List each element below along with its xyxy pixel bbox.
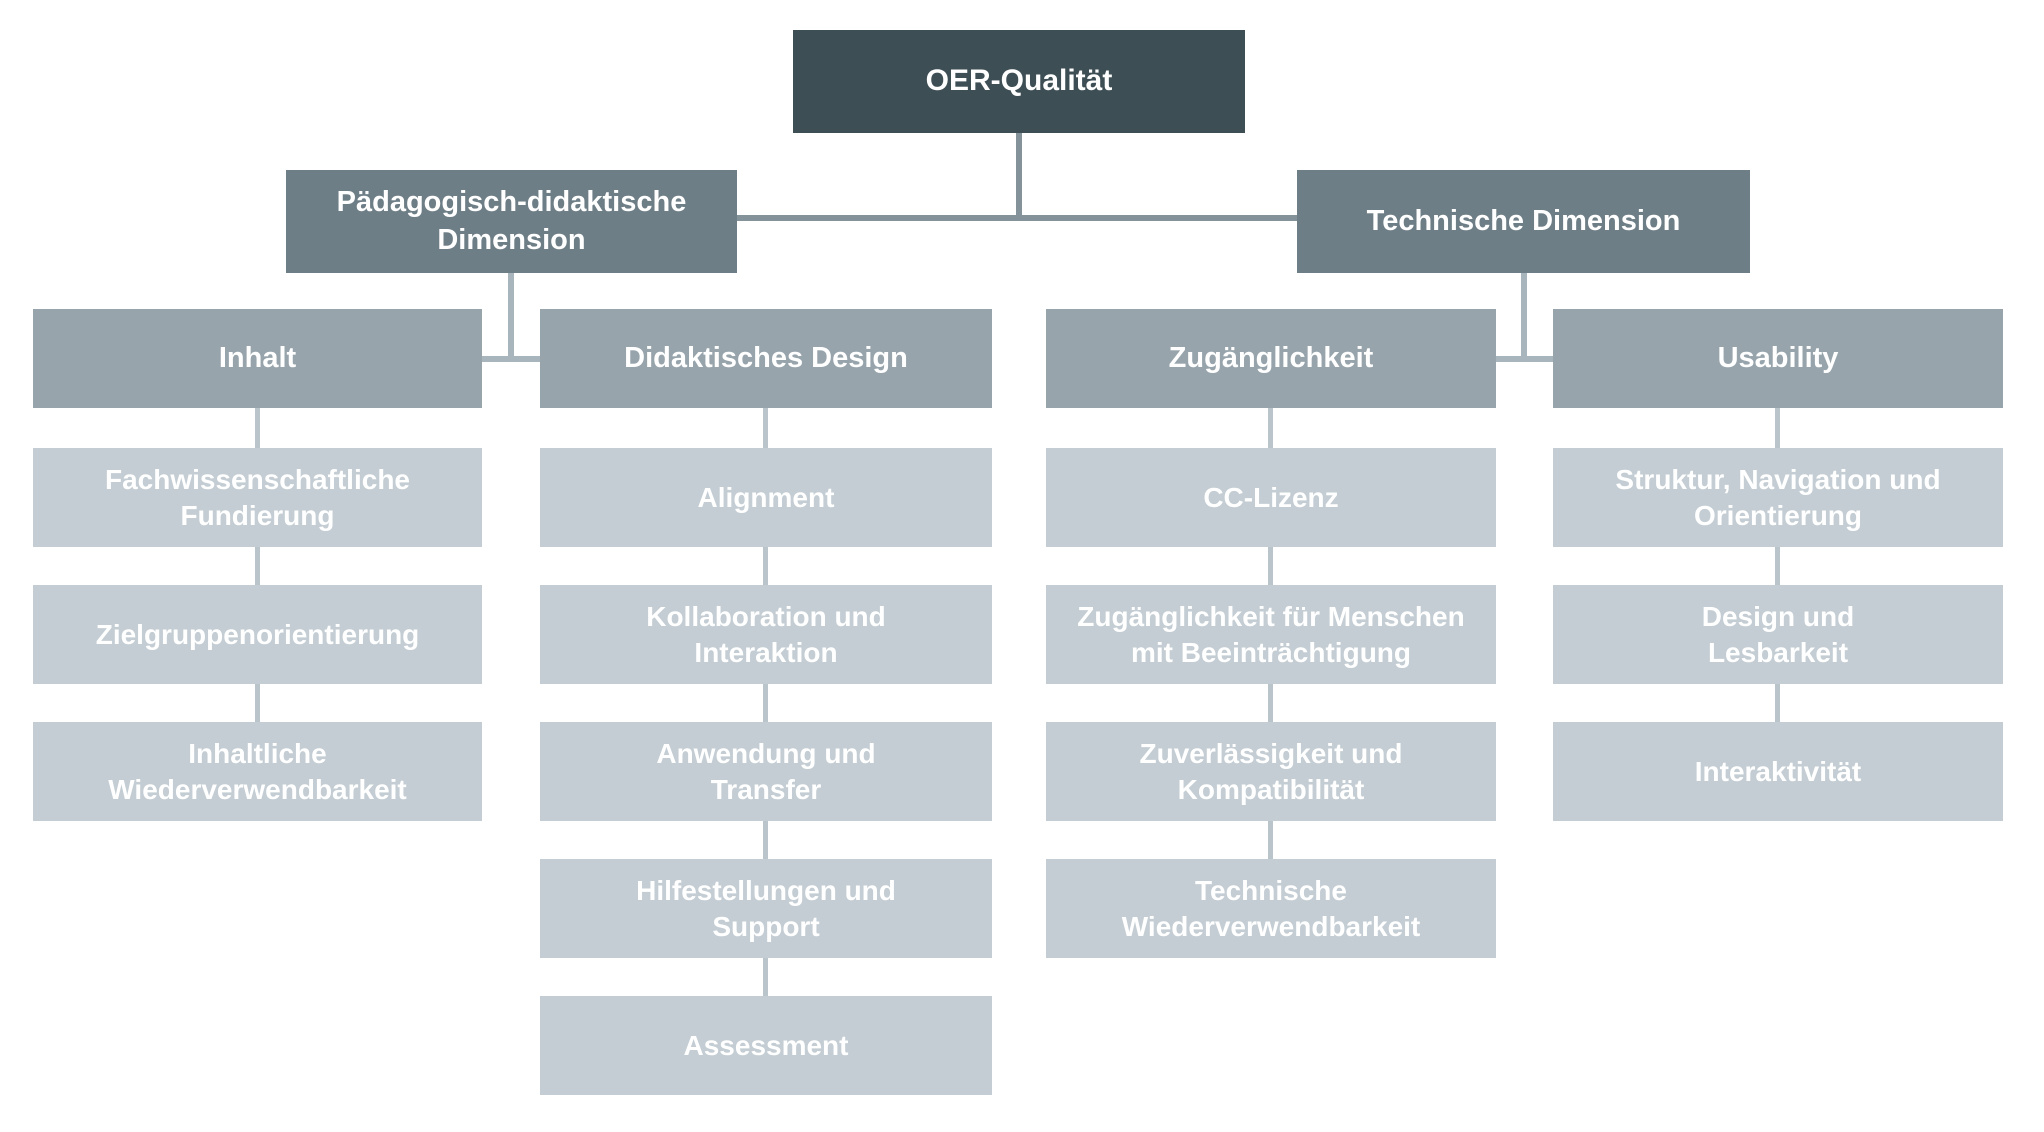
connector-paedagogisch-vertical (508, 273, 514, 362)
node-inhalt: Inhalt (33, 309, 482, 408)
node-oer-qualitaet-label: OER-Qualität (925, 64, 1113, 98)
leaf-zugaenglichkeit-fuer-menschen: Zugänglichkeit für Menschen mit Beeinträ… (1046, 585, 1496, 684)
leaf-zuverlaessigkeit-und-kompatibilitaet-label: Zuverlässigkeit und Kompatibilität (1139, 737, 1403, 805)
connector-technische-vertical (1521, 273, 1527, 362)
node-didaktisches-design: Didaktisches Design (540, 309, 992, 408)
connector-col4-seg2 (1775, 547, 1780, 585)
connector-paedagogisch-horizontal (482, 356, 540, 362)
leaf-cc-lizenz-label: CC-Lizenz (1203, 481, 1339, 513)
leaf-anwendung-und-transfer: Anwendung und Transfer (540, 722, 992, 821)
leaf-anwendung-und-transfer-label: Anwendung und Transfer (656, 737, 876, 805)
leaf-struktur-navigation-orientierung: Struktur, Navigation und Orientierung (1553, 448, 2003, 547)
leaf-zielgruppenorientierung: Zielgruppenorientierung (33, 585, 482, 684)
node-paedagogisch-didaktische-dimension: Pädagogisch-didaktische Dimension (286, 170, 737, 273)
leaf-hilfestellungen-und-support-label: Hilfestellungen und Support (636, 874, 896, 942)
connector-col3-seg4 (1268, 821, 1273, 859)
leaf-alignment: Alignment (540, 448, 992, 547)
node-paedagogisch-didaktische-dimension-label: Pädagogisch-didaktische Dimension (336, 186, 687, 256)
connector-col2-seg3 (763, 684, 768, 722)
leaf-fachwissenschaftliche-fundierung-label: Fachwissenschaftliche Fundierung (104, 463, 410, 531)
connector-col2-seg1 (763, 408, 768, 448)
leaf-alignment-label: Alignment (697, 481, 835, 513)
node-inhalt-label: Inhalt (218, 341, 297, 374)
leaf-technische-wiederverwendbarkeit: Technische Wiederverwendbarkeit (1046, 859, 1496, 958)
connector-col1-seg1 (255, 408, 260, 448)
leaf-kollaboration-und-interaktion: Kollaboration und Interaktion (540, 585, 992, 684)
leaf-assessment: Assessment (540, 996, 992, 1095)
connector-col4-seg1 (1775, 408, 1780, 448)
leaf-interaktivitaet-label: Interaktivität (1694, 755, 1862, 787)
leaf-struktur-navigation-orientierung-label: Struktur, Navigation und Orientierung (1615, 463, 1941, 531)
leaf-cc-lizenz: CC-Lizenz (1046, 448, 1496, 547)
node-usability-label: Usability (1717, 341, 1839, 374)
leaf-interaktivitaet: Interaktivität (1553, 722, 2003, 821)
node-technische-dimension: Technische Dimension (1297, 170, 1750, 273)
leaf-inhaltliche-wiederverwendbarkeit-label: Inhaltliche Wiederverwendbarkeit (108, 737, 407, 805)
leaf-zielgruppenorientierung-label: Zielgruppenorientierung (95, 618, 420, 650)
leaf-hilfestellungen-und-support: Hilfestellungen und Support (540, 859, 992, 958)
connector-col3-seg1 (1268, 408, 1273, 448)
connector-technische-horizontal (1496, 356, 1553, 362)
connector-col3-seg3 (1268, 684, 1273, 722)
connector-col1-seg2 (255, 547, 260, 585)
leaf-zugaenglichkeit-fuer-menschen-label: Zugänglichkeit für Menschen mit Beeinträ… (1077, 600, 1465, 668)
node-zugaenglichkeit: Zugänglichkeit (1046, 309, 1496, 408)
connector-col3-seg2 (1268, 547, 1273, 585)
leaf-zuverlaessigkeit-und-kompatibilitaet: Zuverlässigkeit und Kompatibilität (1046, 722, 1496, 821)
leaf-inhaltliche-wiederverwendbarkeit: Inhaltliche Wiederverwendbarkeit (33, 722, 482, 821)
leaf-design-und-lesbarkeit-label: Design und Lesbarkeit (1701, 600, 1855, 668)
connector-col4-seg3 (1775, 684, 1780, 722)
node-oer-qualitaet: OER-Qualität (793, 30, 1245, 133)
connector-col2-seg4 (763, 821, 768, 859)
connector-col1-seg3 (255, 684, 260, 722)
leaf-fachwissenschaftliche-fundierung: Fachwissenschaftliche Fundierung (33, 448, 482, 547)
node-zugaenglichkeit-label: Zugänglichkeit (1168, 341, 1374, 374)
leaf-assessment-label: Assessment (683, 1029, 849, 1061)
connector-col2-seg2 (763, 547, 768, 585)
connector-root-horizontal (737, 215, 1297, 221)
node-usability: Usability (1553, 309, 2003, 408)
leaf-technische-wiederverwendbarkeit-label: Technische Wiederverwendbarkeit (1121, 874, 1421, 942)
connector-col2-seg5 (763, 958, 768, 996)
node-didaktisches-design-label: Didaktisches Design (624, 341, 908, 374)
leaf-kollaboration-und-interaktion-label: Kollaboration und Interaktion (646, 600, 886, 668)
leaf-design-und-lesbarkeit: Design und Lesbarkeit (1553, 585, 2003, 684)
node-technische-dimension-label: Technische Dimension (1366, 204, 1681, 237)
connector-root-vertical (1016, 133, 1022, 221)
